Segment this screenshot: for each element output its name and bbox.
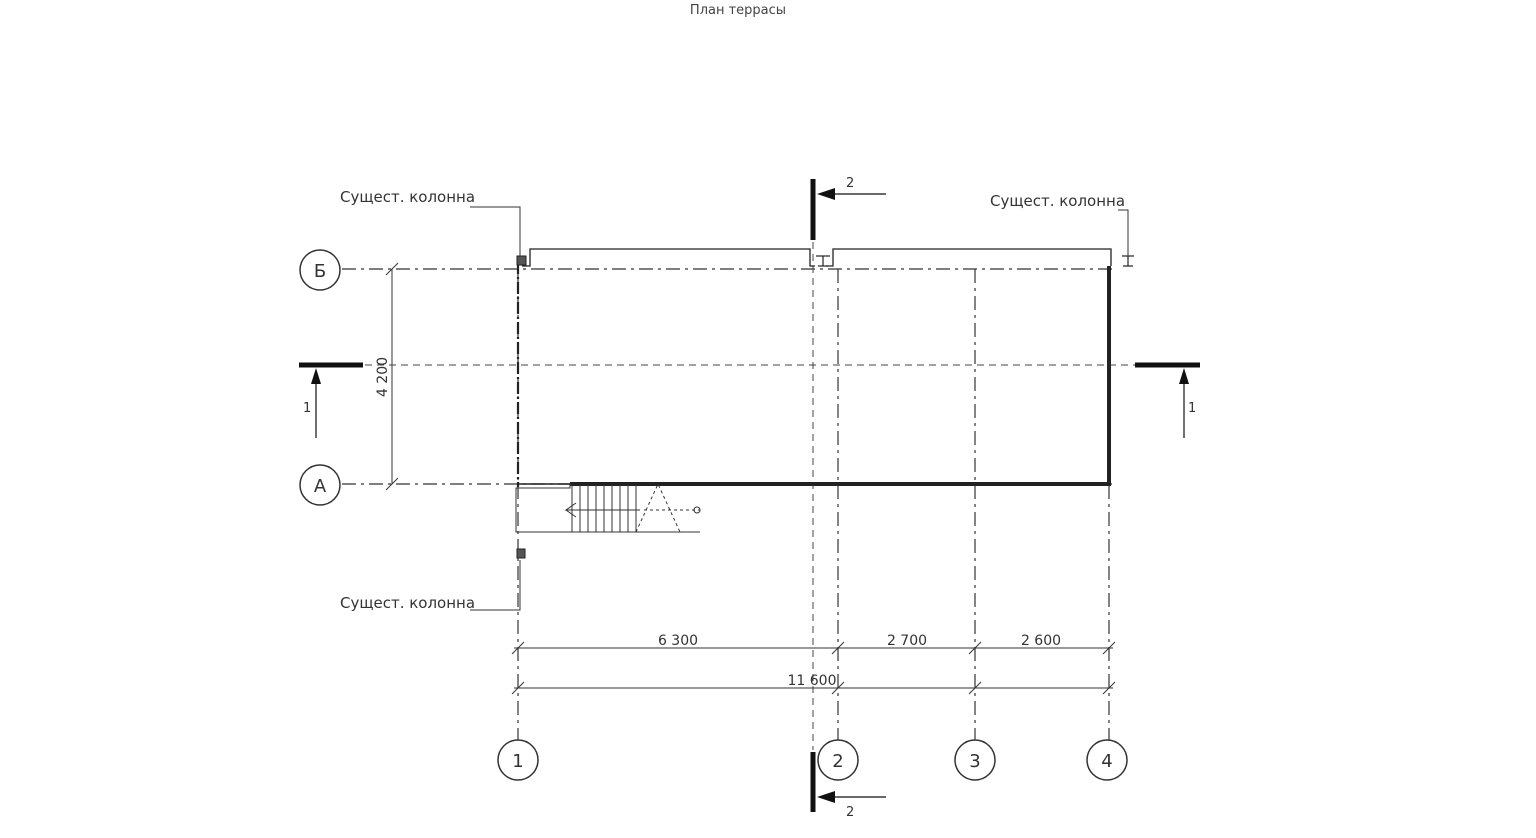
grid-label-2: 2 xyxy=(832,751,843,772)
grid-bubble-a xyxy=(299,464,341,506)
leader-lines xyxy=(470,206,1129,611)
leader-bottom-left xyxy=(470,560,521,611)
dim-tick xyxy=(968,641,982,655)
parapet-right xyxy=(826,248,1112,267)
staircase xyxy=(515,482,701,533)
column-top-left xyxy=(516,255,527,266)
dim-tick xyxy=(1102,641,1116,655)
dim-tick xyxy=(831,681,845,695)
section-2-bottom-label: 2 xyxy=(846,805,854,820)
section-1-right-arrowhead xyxy=(1179,368,1189,384)
grid-label-3: 3 xyxy=(969,751,980,772)
dim-tick xyxy=(831,641,845,655)
dim-tick xyxy=(968,681,982,695)
label-column-top-left: Сущест. колонна xyxy=(340,188,475,206)
dim-tick xyxy=(511,641,525,655)
section-1-right-label: 1 xyxy=(1188,401,1196,416)
section-markers xyxy=(299,179,1200,812)
dim-tick xyxy=(385,477,399,491)
dim-text-4200: 4 200 xyxy=(375,357,391,397)
grid-label-1: 1 xyxy=(512,751,523,772)
section-2-top-arrowhead xyxy=(817,188,835,200)
drawing-title: План террасы xyxy=(689,3,787,18)
grid-label-b: Б xyxy=(314,261,326,282)
label-column-bottom-left: Сущест. колонна xyxy=(340,594,475,612)
stair-direction-arrow xyxy=(564,502,640,518)
section-2-top-label: 2 xyxy=(846,176,854,191)
section-1-left-label: 1 xyxy=(303,401,311,416)
stair-arrow-start xyxy=(693,506,701,514)
label-column-top-right: Сущест. колонна xyxy=(990,192,1125,210)
section-2-bottom-arrowhead xyxy=(817,791,835,803)
dim-tick xyxy=(385,262,399,276)
grid-axes xyxy=(342,268,1112,740)
grid-bubble-2 xyxy=(817,739,859,781)
stair-landing-hatch xyxy=(635,482,681,533)
grid-bubble-1 xyxy=(497,739,539,781)
grid-label-4: 4 xyxy=(1101,751,1112,772)
grid-label-a: А xyxy=(314,476,327,497)
stair-outline xyxy=(515,484,700,533)
grid-bubble-4 xyxy=(1086,739,1128,781)
grid-bubble-b xyxy=(299,249,341,291)
column-top-right xyxy=(1122,255,1134,267)
section-cut-lines xyxy=(365,242,1135,750)
terrace-outline xyxy=(516,248,1112,487)
dim-tick xyxy=(1102,681,1116,695)
column-top-middle xyxy=(816,255,830,267)
dimension-lines xyxy=(385,262,1116,695)
leader-top-right xyxy=(1118,209,1129,256)
dim-text-2600: 2 600 xyxy=(1021,633,1061,649)
dim-text-11600: 11 600 xyxy=(788,673,837,689)
column-bottom-left xyxy=(516,548,526,559)
parapet-left xyxy=(522,248,815,267)
leader-top-left xyxy=(470,206,521,256)
existing-columns xyxy=(516,255,1134,559)
grid-bubble-3 xyxy=(954,739,996,781)
dim-text-2700: 2 700 xyxy=(887,633,927,649)
section-1-left-arrowhead xyxy=(311,368,321,384)
grid-bubbles xyxy=(299,249,1128,781)
dim-tick xyxy=(511,681,525,695)
dim-text-6300: 6 300 xyxy=(658,633,698,649)
